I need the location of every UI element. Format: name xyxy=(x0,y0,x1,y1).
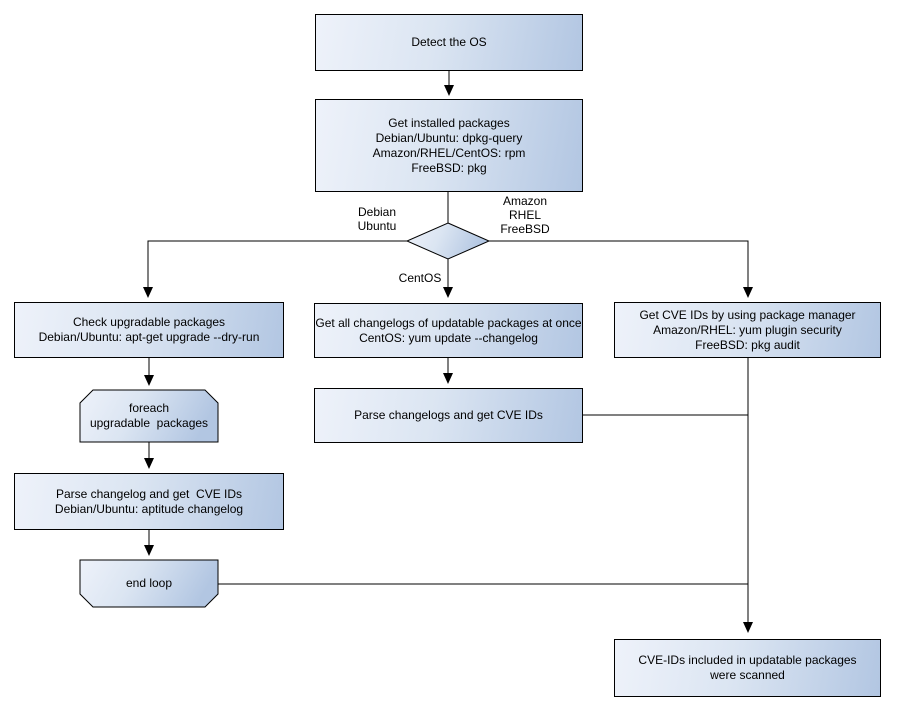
end-loop-label: end loop xyxy=(125,576,173,590)
node-parse-changelog-get-cve: Parse changelog and get CVE IDs Debian/U… xyxy=(14,473,284,530)
edge-parse-changelog-to-endloop xyxy=(144,530,154,556)
end-loop-shape xyxy=(79,559,219,608)
node-get-cve-by-package-manager: Get CVE IDs by using package manager Ama… xyxy=(614,302,881,358)
edge-decision-to-changelogs xyxy=(443,259,453,298)
edge-check-to-foreach xyxy=(144,358,154,386)
node-detect-os: Detect the OS xyxy=(315,14,583,71)
branch-label-debian-ubuntu: Debian Ubuntu xyxy=(357,205,397,233)
edge-pkgmgr-to-scanned xyxy=(743,358,753,633)
node-cve-ids-scanned: CVE-IDs included in updatable packages w… xyxy=(614,639,881,697)
node-parse-changelogs-get-cve: Parse changelogs and get CVE IDs xyxy=(314,388,583,443)
foreach-loop-label: foreach upgradable packages xyxy=(89,401,209,430)
node-get-installed-packages: Get installed packages Debian/Ubuntu: dp… xyxy=(315,99,583,192)
foreach-loop-shape xyxy=(79,389,219,443)
branch-label-amazon-rhel-freebsd: Amazon RHEL FreeBSD xyxy=(500,194,550,236)
edge-changelogs-to-parse-changelogs xyxy=(443,358,453,384)
edge-detect-to-installed xyxy=(444,71,454,96)
node-check-upgradable-packages: Check upgradable packages Debian/Ubuntu:… xyxy=(14,302,284,358)
edge-decision-to-check-upgradable xyxy=(143,240,407,298)
branch-label-centos: CentOS xyxy=(398,271,442,285)
edge-foreach-to-parse-changelog xyxy=(144,442,154,469)
edge-decision-to-pkgmgr xyxy=(489,240,753,298)
decision-diamond xyxy=(405,222,491,260)
node-get-all-changelogs: Get all changelogs of updatable packages… xyxy=(314,303,583,358)
